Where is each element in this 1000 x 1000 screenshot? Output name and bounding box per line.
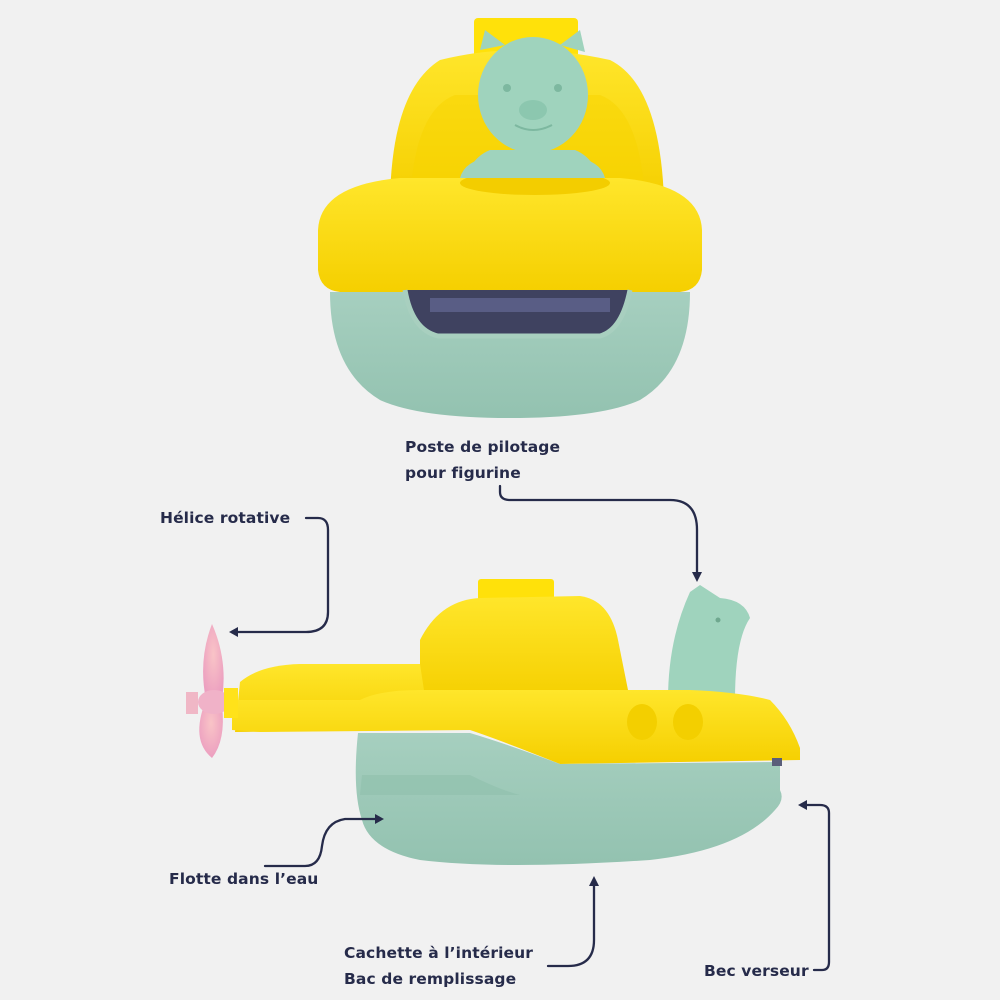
label-line: pour figurine xyxy=(405,464,521,482)
arrowhead-icon xyxy=(589,876,599,886)
label-line: Hélice rotative xyxy=(160,509,291,527)
label-line: Bec verseur xyxy=(704,962,809,980)
label-cockpit: Poste de pilotage pour figurine xyxy=(405,434,560,486)
storage-arrow xyxy=(546,882,596,968)
cockpit-arrow xyxy=(498,484,699,576)
propeller-icon xyxy=(186,624,238,758)
porthole-icon xyxy=(673,704,703,740)
lower-hull xyxy=(355,733,782,865)
label-line: Poste de pilotage xyxy=(405,438,561,456)
deck xyxy=(318,178,702,292)
porthole-icon xyxy=(627,704,657,740)
label-line: Flotte dans l’eau xyxy=(169,870,319,888)
side-fox-figurine-icon xyxy=(668,585,750,700)
arrowhead-icon xyxy=(375,814,384,824)
label-spout: Bec verseur xyxy=(704,958,809,984)
label-line: Cachette à l’intérieur xyxy=(344,944,533,962)
arrowhead-icon xyxy=(692,572,702,582)
arrowhead-icon xyxy=(229,627,238,637)
propeller-arrow xyxy=(234,516,330,634)
label-float: Flotte dans l’eau xyxy=(169,866,318,892)
float-arrow xyxy=(263,817,379,868)
side-cabin xyxy=(420,596,630,700)
upper-hull xyxy=(232,690,800,764)
arrowhead-icon xyxy=(798,800,807,810)
label-propeller: Hélice rotative xyxy=(160,505,290,531)
label-storage: Cachette à l’intérieur Bac de remplissag… xyxy=(344,940,533,992)
label-line: Bac de remplissage xyxy=(344,970,517,988)
spout-arrow xyxy=(803,803,831,972)
spout-icon xyxy=(772,758,782,766)
